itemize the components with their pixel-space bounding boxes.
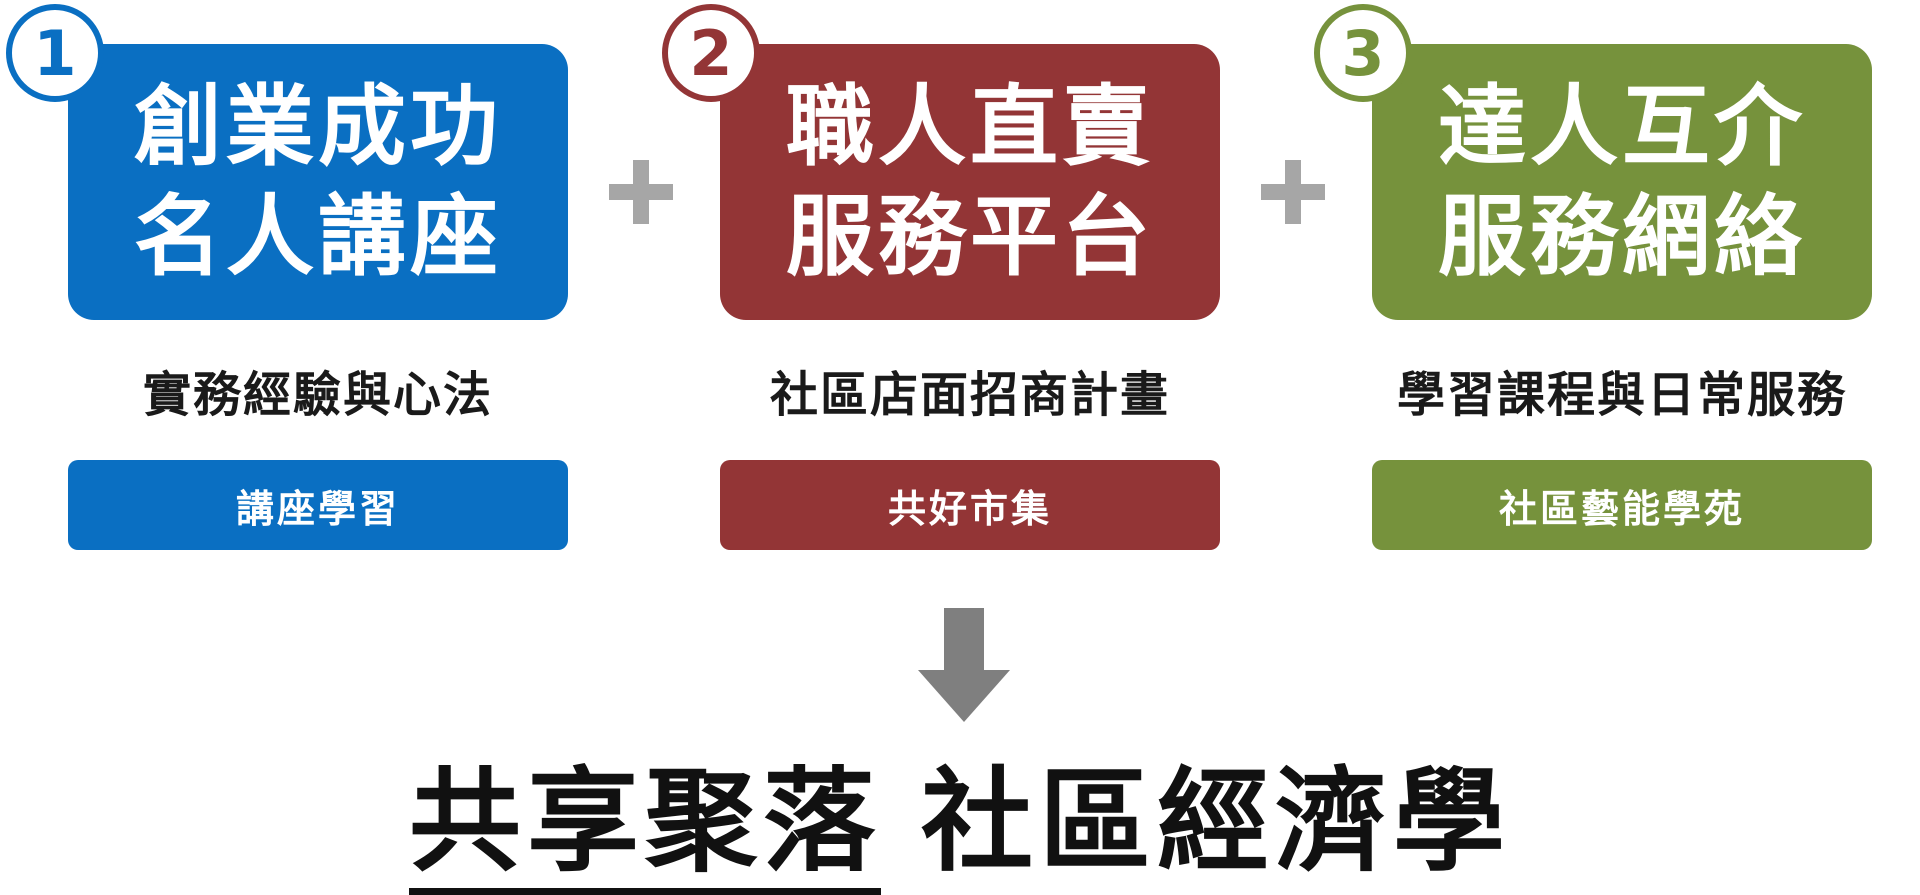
conclusion-part-1: 共享聚落 [409,760,881,895]
plus-icon [609,160,673,224]
plus-icon [1261,160,1325,224]
tag-bar-1: 講座學習 [68,460,568,550]
number-badge-3: 3 [1314,4,1412,102]
number-badge-1: 1 [6,4,104,102]
column-3: 3 達人互介 服務網絡 學習課程與日常服務 社區藝能學苑 [1314,0,1872,560]
conclusion-title: 共享聚落社區經濟學 [0,760,1920,895]
column-2: 2 職人直賣 服務平台 社區店面招商計畫 共好市集 [662,0,1220,560]
down-arrow-icon [918,608,1010,722]
title-line-1: 達人互介 [1437,75,1806,178]
title-line-1: 職人直賣 [785,75,1154,178]
title-card-3: 達人互介 服務網絡 [1372,44,1872,320]
title-line-2: 服務平台 [785,185,1154,288]
number-badge-2: 2 [662,4,760,102]
subtitle-1: 實務經驗與心法 [142,367,493,423]
title-card-1: 創業成功 名人講座 [68,44,568,320]
subtitle-2: 社區店面招商計畫 [769,367,1170,423]
tag-bar-2: 共好市集 [720,460,1220,550]
subtitle-3: 學習課程與日常服務 [1396,367,1847,423]
title-line-1: 創業成功 [133,75,502,178]
title-line-2: 服務網絡 [1437,185,1806,288]
conclusion-part-2: 社區經濟學 [921,757,1511,887]
column-1: 1 創業成功 名人講座 實務經驗與心法 講座學習 [6,0,568,560]
tag-bar-3: 社區藝能學苑 [1372,460,1872,550]
title-card-2: 職人直賣 服務平台 [720,44,1220,320]
title-line-2: 名人講座 [133,185,502,288]
